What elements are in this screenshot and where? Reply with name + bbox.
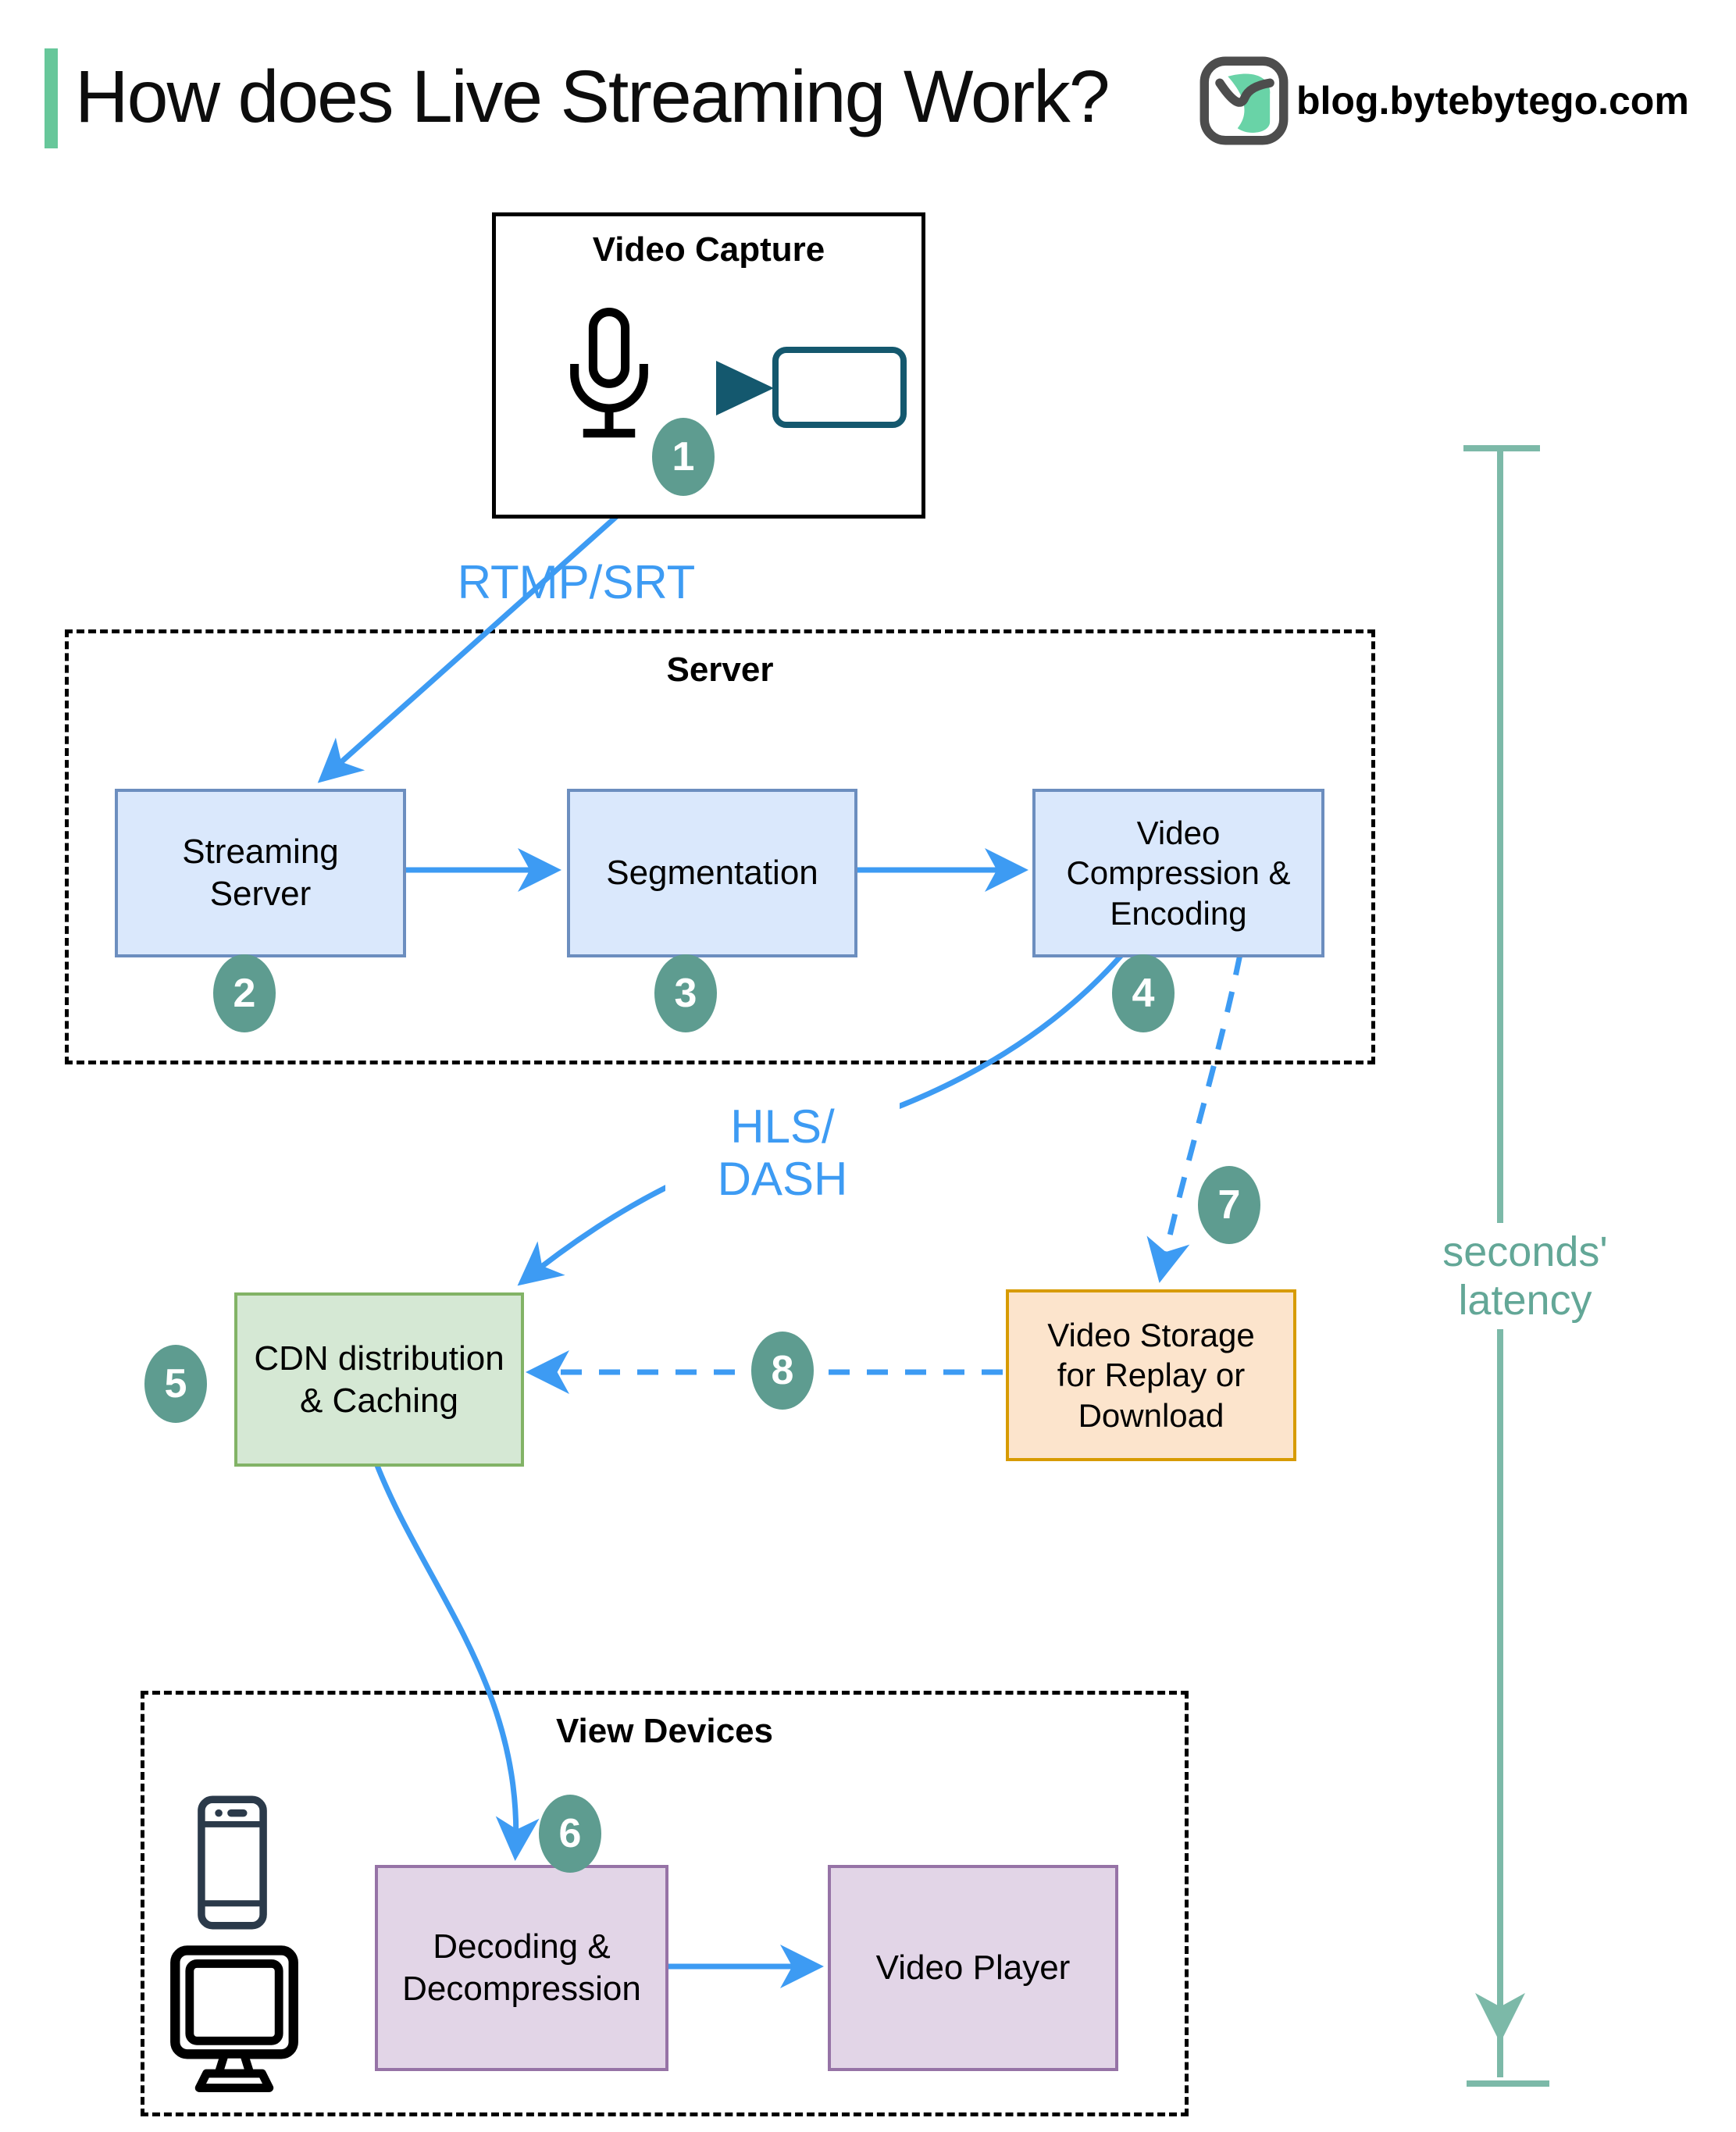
latency-label: seconds' latency (1372, 1223, 1678, 1329)
server-group-label: Server (666, 651, 774, 689)
video-compression-box: Video Compression & Encoding (1032, 789, 1324, 957)
step-badge-8: 8 (751, 1332, 814, 1410)
step-badge-5: 5 (144, 1345, 207, 1423)
step-badge-1: 1 (652, 418, 715, 496)
server-group: Server (65, 629, 1375, 1064)
rtmp-srt-label: RTMP/SRT (457, 556, 696, 608)
view-devices-group: View Devices (141, 1691, 1189, 2116)
segmentation-box: Segmentation (567, 789, 857, 957)
bytebytego-logo (1200, 56, 1289, 145)
video-player-box: Video Player (828, 1865, 1118, 2071)
view-devices-group-label: View Devices (555, 1712, 774, 1750)
edge-compression-to-storage (1146, 954, 1243, 1283)
title-accent-bar (45, 48, 58, 148)
video-storage-box: Video Storage for Replay or Download (1006, 1289, 1296, 1461)
hls-dash-label: HLS/ DASH (665, 1097, 900, 1209)
video-camera-icon (716, 347, 907, 428)
step-badge-6: 6 (539, 1795, 601, 1873)
microphone-icon (570, 307, 648, 438)
decoding-box: Decoding & Decompression (375, 1865, 668, 2071)
page-title: How does Live Streaming Work? (75, 55, 1110, 138)
streaming-server-box: Streaming Server (115, 789, 406, 957)
video-capture-title: Video Capture (592, 230, 825, 269)
smartphone-icon (198, 1795, 267, 1930)
step-badge-4: 4 (1112, 954, 1175, 1032)
step-badge-7: 7 (1198, 1166, 1260, 1244)
cdn-box: CDN distribution & Caching (234, 1292, 524, 1467)
step-badge-2: 2 (213, 954, 276, 1032)
monitor-icon (170, 1945, 298, 2092)
edge-cdn-to-decoding (373, 1462, 540, 1861)
step-badge-3: 3 (654, 954, 717, 1032)
site-url: blog.bytebytego.com (1296, 79, 1689, 123)
